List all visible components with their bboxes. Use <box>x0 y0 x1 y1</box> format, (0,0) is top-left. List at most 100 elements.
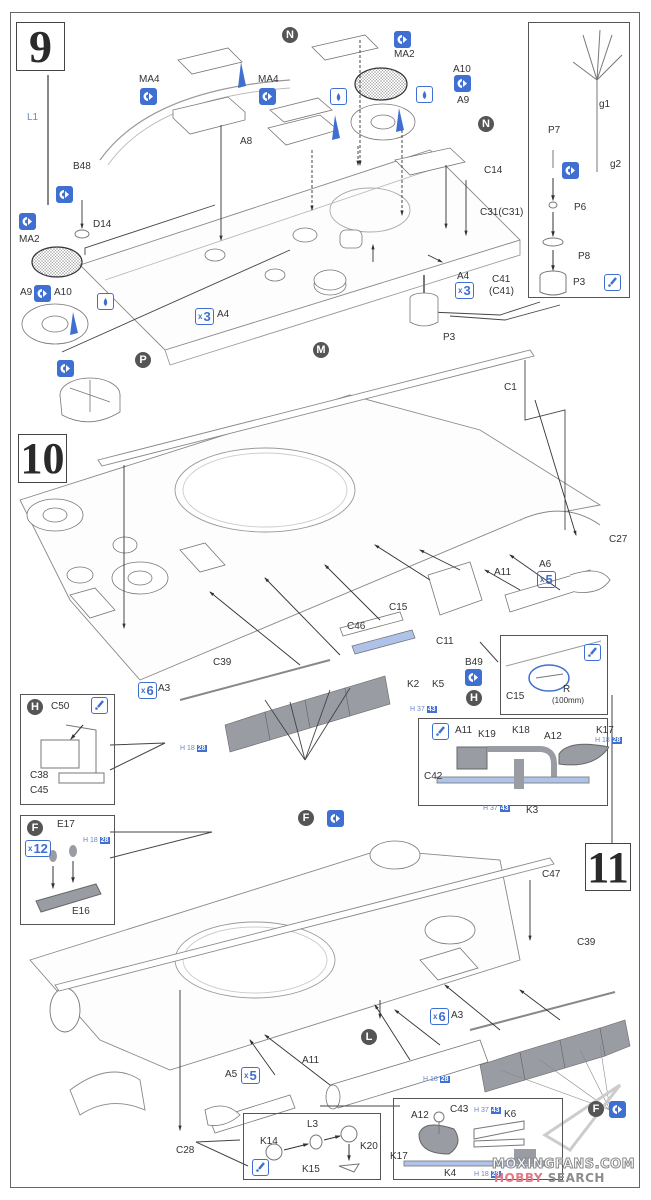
spare-track-links-11 <box>479 1019 631 1093</box>
glue-drop-a8-2 <box>332 115 340 140</box>
part-label-a10-left: A10 <box>54 287 72 298</box>
step11-arrows <box>178 880 561 1132</box>
photo-etch-flip-icon <box>609 1101 626 1118</box>
paint-brush-icon <box>91 697 108 714</box>
color-ref-k4: H 18 28 <box>474 1171 501 1178</box>
part-label-c15-inset: C15 <box>506 691 525 702</box>
step-number-10: 10 <box>18 434 67 483</box>
part-label-k2: K2 <box>407 679 420 690</box>
photo-etch-flip-icon <box>57 360 74 377</box>
inset-exhaust-11 <box>393 1098 563 1180</box>
part-label-p3: P3 <box>443 332 456 343</box>
glue-drop-icon <box>330 88 347 105</box>
step10-hull <box>19 394 602 681</box>
subassembly-marker-m: M <box>313 342 329 358</box>
step9-hull-deck <box>79 79 521 366</box>
photo-etch-flip-icon <box>140 88 157 105</box>
subassembly-marker-l: L <box>361 1029 377 1045</box>
part-label-k4: K4 <box>444 1168 457 1179</box>
fan-housing-a9-left <box>21 303 89 345</box>
part-label-c41: C41 <box>492 274 511 285</box>
photo-etch-flip-icon <box>562 162 579 179</box>
step10-grilles <box>69 542 226 619</box>
part-label-k6: K6 <box>504 1109 517 1120</box>
paint-brush-icon <box>252 1159 269 1176</box>
part-label-a5: A5 <box>225 1069 238 1080</box>
part-label-exh-a12: A12 <box>544 731 562 742</box>
part-label-c11: C11 <box>436 636 454 647</box>
track-hanger-bar-c39-11 <box>469 991 616 1031</box>
paint-brush-icon <box>432 723 449 740</box>
glue-drop-a8-1 <box>238 62 246 88</box>
spare-track-links-10 <box>224 675 391 753</box>
watermark-hobby-search: HOBBY SEARCH <box>494 1171 605 1185</box>
sheet-frame <box>10 12 640 1188</box>
part-label-c41-b: (C41) <box>489 286 515 297</box>
color-ref-track: H 18 28 <box>180 745 207 752</box>
photo-etch-flip-icon <box>259 88 276 105</box>
part-label-ma2-top: MA2 <box>394 49 415 60</box>
part-label-e16: E16 <box>72 906 90 917</box>
barrel-cleaning-tube-l <box>325 1039 489 1110</box>
part-label-ma4-1: MA4 <box>139 74 160 85</box>
inset-headlight <box>243 1113 381 1180</box>
step9-arrows <box>80 40 468 263</box>
part-label-p8: P8 <box>578 251 591 262</box>
part-label-b48: B48 <box>73 161 91 172</box>
mesh-screen-ma2-top <box>354 67 408 101</box>
paint-brush-icon <box>584 644 601 661</box>
part-label-c14: C14 <box>484 165 503 176</box>
part-label-a9-top: A9 <box>457 95 470 106</box>
part-label-b49: B49 <box>465 657 483 668</box>
exhaust-assembly-11 <box>204 1094 296 1134</box>
part-label-c38: C38 <box>30 770 49 781</box>
subassembly-marker-n-1: N <box>282 27 298 43</box>
fan-housing-a9-top <box>350 103 416 141</box>
part-label-c42: C42 <box>424 771 443 782</box>
paint-brush-icon <box>604 274 621 291</box>
part-label-k14: K14 <box>260 1136 278 1147</box>
part-label-r-note: (100mm) <box>552 696 585 705</box>
part-label-exh-a11: A11 <box>455 725 473 736</box>
inset-h-bracket <box>20 694 115 805</box>
color-ref-c43: H 37 43 <box>474 1107 501 1114</box>
part-label-c46: C46 <box>347 621 366 632</box>
track-hanger-bar-c39 <box>179 659 331 701</box>
antenna-inset-art <box>539 29 623 296</box>
step9-hull-fixtures <box>204 227 363 296</box>
color-ref-track11: H 18 28 <box>423 1076 450 1083</box>
subassembly-marker-h-2: H <box>466 690 482 706</box>
part-label-a6: A6 <box>539 559 552 570</box>
part-label-a4-right: A4 <box>457 271 470 282</box>
photo-etch-flip-icon <box>394 31 411 48</box>
f-marker-leaders-11 <box>499 1044 611 1111</box>
part-label-c15: C15 <box>389 602 408 613</box>
color-ref-f: H 18 28 <box>83 837 110 844</box>
color-ref-k17: H 18 28 <box>595 737 622 744</box>
part-label-k15: K15 <box>302 1164 320 1175</box>
part-label-c27: C27 <box>609 534 628 545</box>
step10-rail-c1 <box>97 349 535 467</box>
part-label-k17-11: K17 <box>390 1151 408 1162</box>
part-label-c50: C50 <box>51 701 70 712</box>
part-label-d14: D14 <box>93 219 112 230</box>
part-label-a11-11: A11 <box>302 1055 320 1066</box>
subassembly-marker-p: P <box>135 352 151 368</box>
photo-etch-flip-icon <box>327 810 344 827</box>
part-label-c39: C39 <box>213 657 232 668</box>
part-label-e17: E17 <box>57 819 75 830</box>
step10-fans <box>26 498 169 595</box>
photo-etch-flip-icon <box>56 186 73 203</box>
part-label-a11: A11 <box>494 567 512 578</box>
part-label-l3: L3 <box>307 1119 319 1130</box>
part-label-k18: K18 <box>512 725 530 736</box>
part-label-c45: C45 <box>30 785 49 796</box>
part-label-g2: g2 <box>610 159 622 170</box>
mesh-screen-ma2-left <box>31 246 83 278</box>
part-label-exh-k17: K17 <box>596 725 614 736</box>
inset-antenna <box>528 22 630 298</box>
part-label-k3: K3 <box>526 805 539 816</box>
part-label-c43: C43 <box>450 1104 469 1115</box>
